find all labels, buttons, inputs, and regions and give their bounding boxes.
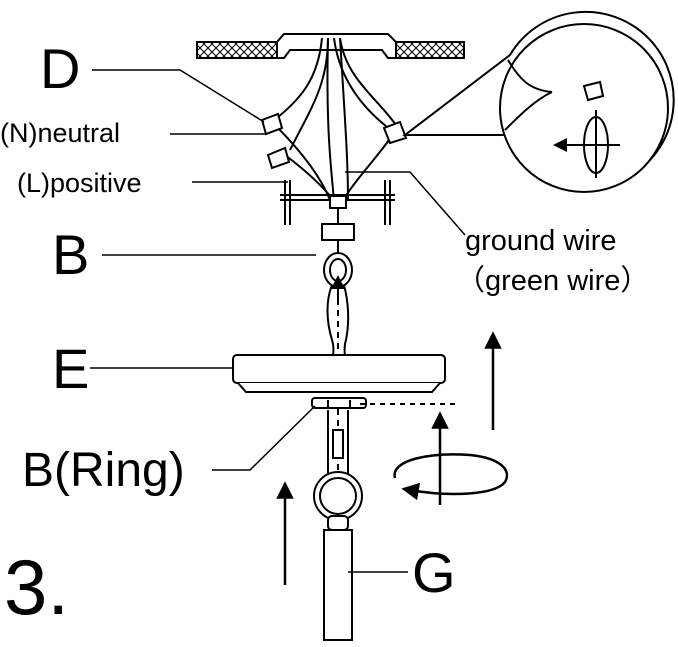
rotate-arrow-icon xyxy=(393,453,508,501)
mounting-bracket xyxy=(280,180,395,225)
label-g: G xyxy=(412,541,456,604)
label-ground-wire: ground wire xyxy=(465,225,617,257)
canopy-e xyxy=(232,354,446,393)
up-arrow-icon xyxy=(276,331,502,585)
detail-bubble xyxy=(402,10,675,193)
label-b: B xyxy=(52,223,89,286)
label-d: D xyxy=(40,37,80,100)
label-positive: (L)positive xyxy=(17,168,142,198)
step-number: 3. xyxy=(4,543,69,631)
label-neutral: (N)neutral xyxy=(0,118,120,148)
label-ring: B(Ring) xyxy=(22,444,185,497)
ceiling xyxy=(196,33,465,59)
wire-bundle xyxy=(271,37,399,203)
wire-connector-icon xyxy=(260,112,408,170)
ring-b xyxy=(311,397,367,409)
label-e: E xyxy=(52,337,89,400)
leader-lines xyxy=(90,69,466,573)
rod-g xyxy=(313,410,363,641)
label-green-wire: （green wire） xyxy=(456,265,649,297)
hook-b xyxy=(321,223,355,288)
